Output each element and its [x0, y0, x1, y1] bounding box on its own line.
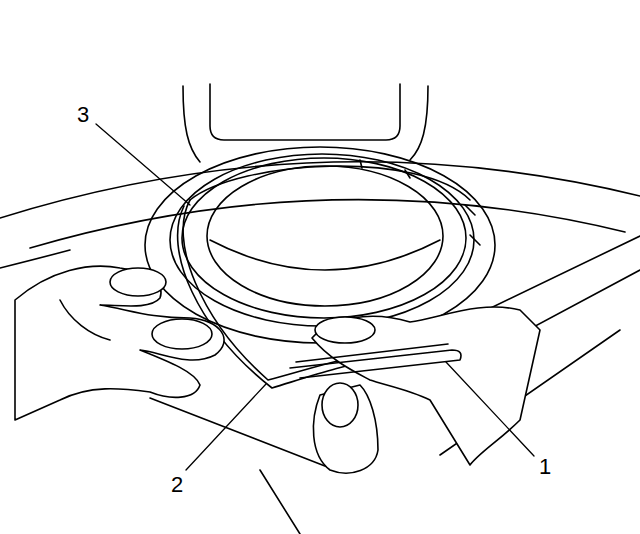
left-hand [15, 266, 224, 420]
leader-lines [96, 124, 534, 470]
callout-number: 3 [76, 104, 90, 126]
bearing-ring [145, 147, 495, 343]
callout-number: 2 [170, 474, 184, 496]
callout-number: 1 [538, 456, 552, 478]
pick-tool [290, 344, 461, 378]
case-surface [0, 162, 640, 534]
right-hand [312, 307, 540, 473]
housing [183, 84, 428, 162]
